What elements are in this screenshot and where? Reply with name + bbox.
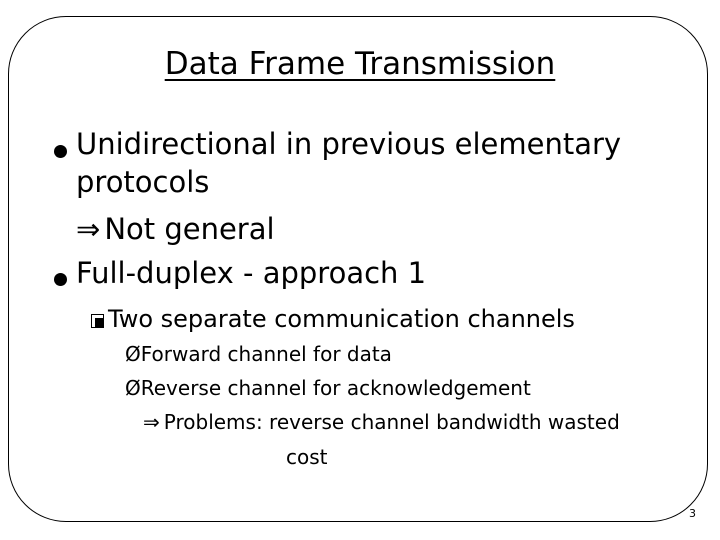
sub-bullet-1: Two separate communication channels: [91, 304, 575, 334]
implies-icon: ⇒: [76, 212, 101, 246]
slide-frame: [8, 16, 708, 522]
arrow-item-1: ØForward channel for data: [125, 341, 392, 367]
slide-title-text: Data Frame Transmission: [164, 46, 556, 82]
problems-line1-text: Problems: reverse channel bandwidth wast…: [163, 410, 620, 434]
bullet1-implies: ⇒Not general: [76, 211, 275, 247]
problems-line2: cost: [286, 445, 328, 469]
sub-bullet-1-text: Two separate communication channels: [108, 305, 575, 333]
arrow-item-2: ØReverse channel for acknowledgement: [125, 375, 531, 401]
arrow-item-2-text: Reverse channel for acknowledgement: [140, 376, 531, 400]
bullet1-line1: Unidirectional in previous elementary: [76, 127, 622, 161]
bullet2-text: Full-duplex - approach 1: [76, 256, 427, 290]
arrowhead-icon: Ø: [125, 376, 141, 400]
bullet-dot-icon: [54, 273, 67, 286]
bullet1-line2: protocols: [76, 165, 210, 199]
arrow-item-1-text: Forward channel for data: [140, 342, 392, 366]
page-number: 3: [689, 507, 696, 520]
implies-icon: ⇒: [143, 410, 160, 434]
shadowed-box-icon: [91, 314, 104, 328]
slide-title: Data Frame Transmission: [0, 44, 720, 84]
bullet-dot-icon: [54, 145, 67, 158]
problems-line1: ⇒Problems: reverse channel bandwidth was…: [143, 409, 620, 435]
bullet1-implies-text: Not general: [104, 212, 275, 246]
arrowhead-icon: Ø: [125, 342, 141, 366]
